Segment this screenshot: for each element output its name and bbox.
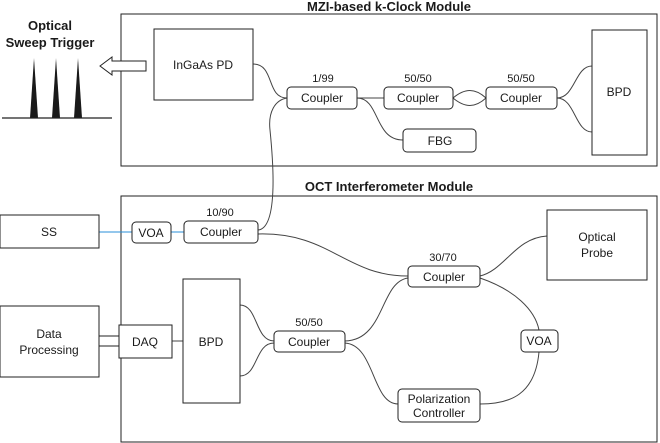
mzi-fibers — [252, 63, 593, 231]
fiber-pd-to-c1 — [252, 63, 288, 99]
ss-label: SS — [41, 225, 57, 239]
ingaas-pd-box — [153, 28, 254, 101]
mzi-module-title: MZI-based k-Clock Module — [307, 0, 471, 14]
fiber-ref-to-bpd-upper — [239, 304, 275, 342]
coupler-sample-label: Coupler — [423, 270, 465, 284]
voa-in-box — [131, 221, 172, 244]
fiber-main-to-sample — [257, 233, 409, 277]
trigger-pulse-2 — [52, 58, 60, 118]
fiber-ref-to-pc — [344, 342, 399, 405]
coupler-sample-ratio: 30/70 — [429, 252, 457, 264]
polarization-controller-label-1: Polarization — [408, 392, 471, 406]
coupler3-label: Coupler — [500, 91, 542, 105]
mzi-bpd-box — [591, 29, 648, 156]
trigger-title-line2: Sweep Trigger — [6, 35, 95, 50]
fiber-sample-to-voa — [479, 277, 540, 331]
oct-module-frame — [120, 195, 658, 443]
ss-box — [0, 214, 100, 249]
oct-fibers — [99, 231, 548, 405]
data-processing-box — [0, 305, 100, 378]
fiber-c2-c3-lower — [452, 97, 487, 106]
coupler-main-box — [183, 220, 259, 244]
coupler1-box — [286, 86, 358, 110]
voa-in-label: VOA — [138, 226, 163, 240]
coupler3-ratio: 50/50 — [507, 73, 535, 85]
trigger-pulse-3 — [74, 58, 82, 118]
coupler2-label: Coupler — [397, 91, 439, 105]
coupler-ref-box — [273, 330, 346, 353]
fiber-c3-bpd-lower — [556, 97, 593, 133]
optical-probe-box — [546, 209, 648, 281]
polarization-controller-box — [397, 388, 481, 423]
trigger-arrow-icon — [99, 56, 147, 76]
coupler-ref-label: Coupler — [288, 335, 330, 349]
optical-probe-label-1: Optical — [578, 230, 615, 244]
coupler-main-ratio: 10/90 — [206, 207, 234, 219]
trigger-pulse-1 — [30, 58, 38, 118]
fbg-label: FBG — [428, 134, 453, 148]
optical-probe-label-2: Probe — [581, 246, 613, 260]
oct-bpd-box — [182, 278, 241, 404]
fiber-ref-to-bpd-lower — [239, 342, 275, 377]
fiber-sample-to-probe — [479, 235, 548, 277]
data-processing-label-1: Data — [36, 327, 62, 341]
coupler2-ratio: 50/50 — [404, 73, 432, 85]
coupler1-ratio: 1/99 — [312, 73, 333, 85]
data-processing-label-2: Processing — [19, 343, 78, 357]
oct-module-title: OCT Interferometer Module — [305, 179, 473, 194]
trigger-pulses — [2, 58, 112, 119]
trigger-title-line1: Optical — [28, 18, 72, 33]
daq-label: DAQ — [132, 335, 158, 349]
fiber-c1-to-fbg — [356, 97, 404, 141]
mzi-bpd-label: BPD — [607, 85, 632, 99]
coupler1-label: Coupler — [301, 91, 343, 105]
coupler3-box — [485, 86, 558, 110]
fiber-c2-c3-upper — [452, 90, 487, 99]
coupler-main-label: Coupler — [200, 225, 242, 239]
coupler2-box — [383, 86, 454, 110]
voa-ref-box — [520, 329, 559, 353]
ingaas-pd-label: InGaAs PD — [173, 58, 233, 72]
coupler-ref-ratio: 50/50 — [295, 317, 323, 329]
fiber-main-to-c1 — [257, 97, 288, 231]
coupler-sample-box — [407, 265, 481, 288]
voa-ref-label: VOA — [526, 334, 551, 348]
fiber-sample-to-ref — [344, 277, 409, 342]
polarization-controller-label-2: Controller — [413, 406, 465, 420]
fbg-box — [402, 128, 477, 153]
fiber-voa-to-pc — [479, 351, 540, 405]
mzi-module-frame — [120, 13, 658, 167]
oct-bpd-label: BPD — [199, 335, 224, 349]
fiber-c3-bpd-upper — [556, 65, 593, 99]
